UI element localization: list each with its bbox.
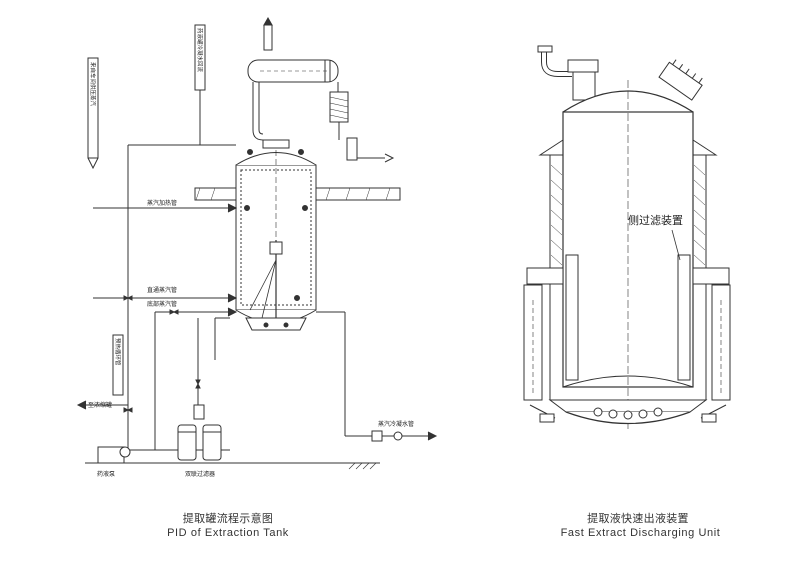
discharging-unit xyxy=(523,45,731,432)
label-drug-pump: 药液泵 xyxy=(97,470,115,478)
label-vertical-top: 药液罐冷凝水回流 xyxy=(196,28,204,73)
label-twin-filter: 双联过滤器 xyxy=(185,470,215,478)
twin-filter xyxy=(177,404,222,461)
label-direct-steam: 直通蒸汽管 xyxy=(147,286,177,294)
drug-pump xyxy=(97,446,131,464)
label-vertical-mid: 预热循环管 xyxy=(114,338,122,366)
label-cooling-water: 蒸汽冷凝水管 xyxy=(378,420,414,428)
vertical-pipe-mid xyxy=(112,334,124,396)
condenser xyxy=(247,59,395,163)
left-caption-cn: 提取罐流程示意图 xyxy=(182,512,274,525)
right-caption-en: Fast Extract Discharging Unit xyxy=(560,527,721,539)
right-caption-cn: 提取液快速出液装置 xyxy=(587,512,689,525)
pid-diagram xyxy=(76,16,438,470)
platform xyxy=(194,187,401,201)
left-caption-en: PID of Extraction Tank xyxy=(167,527,289,539)
vertical-pipe-left xyxy=(87,57,99,170)
pipe-network xyxy=(76,144,438,451)
label-vertical-left: 来自车间供压蒸汽 xyxy=(89,62,97,107)
label-side-filter: 侧过滤装置 xyxy=(628,214,683,227)
extraction-tank xyxy=(235,139,317,331)
label-bottom-steam: 底部蒸汽管 xyxy=(147,300,177,308)
label-to-concentrator: 至浓缩罐 xyxy=(88,401,112,409)
label-steam-heating: 蒸汽加热管 xyxy=(147,199,177,207)
vertical-pipe-top xyxy=(194,16,273,145)
